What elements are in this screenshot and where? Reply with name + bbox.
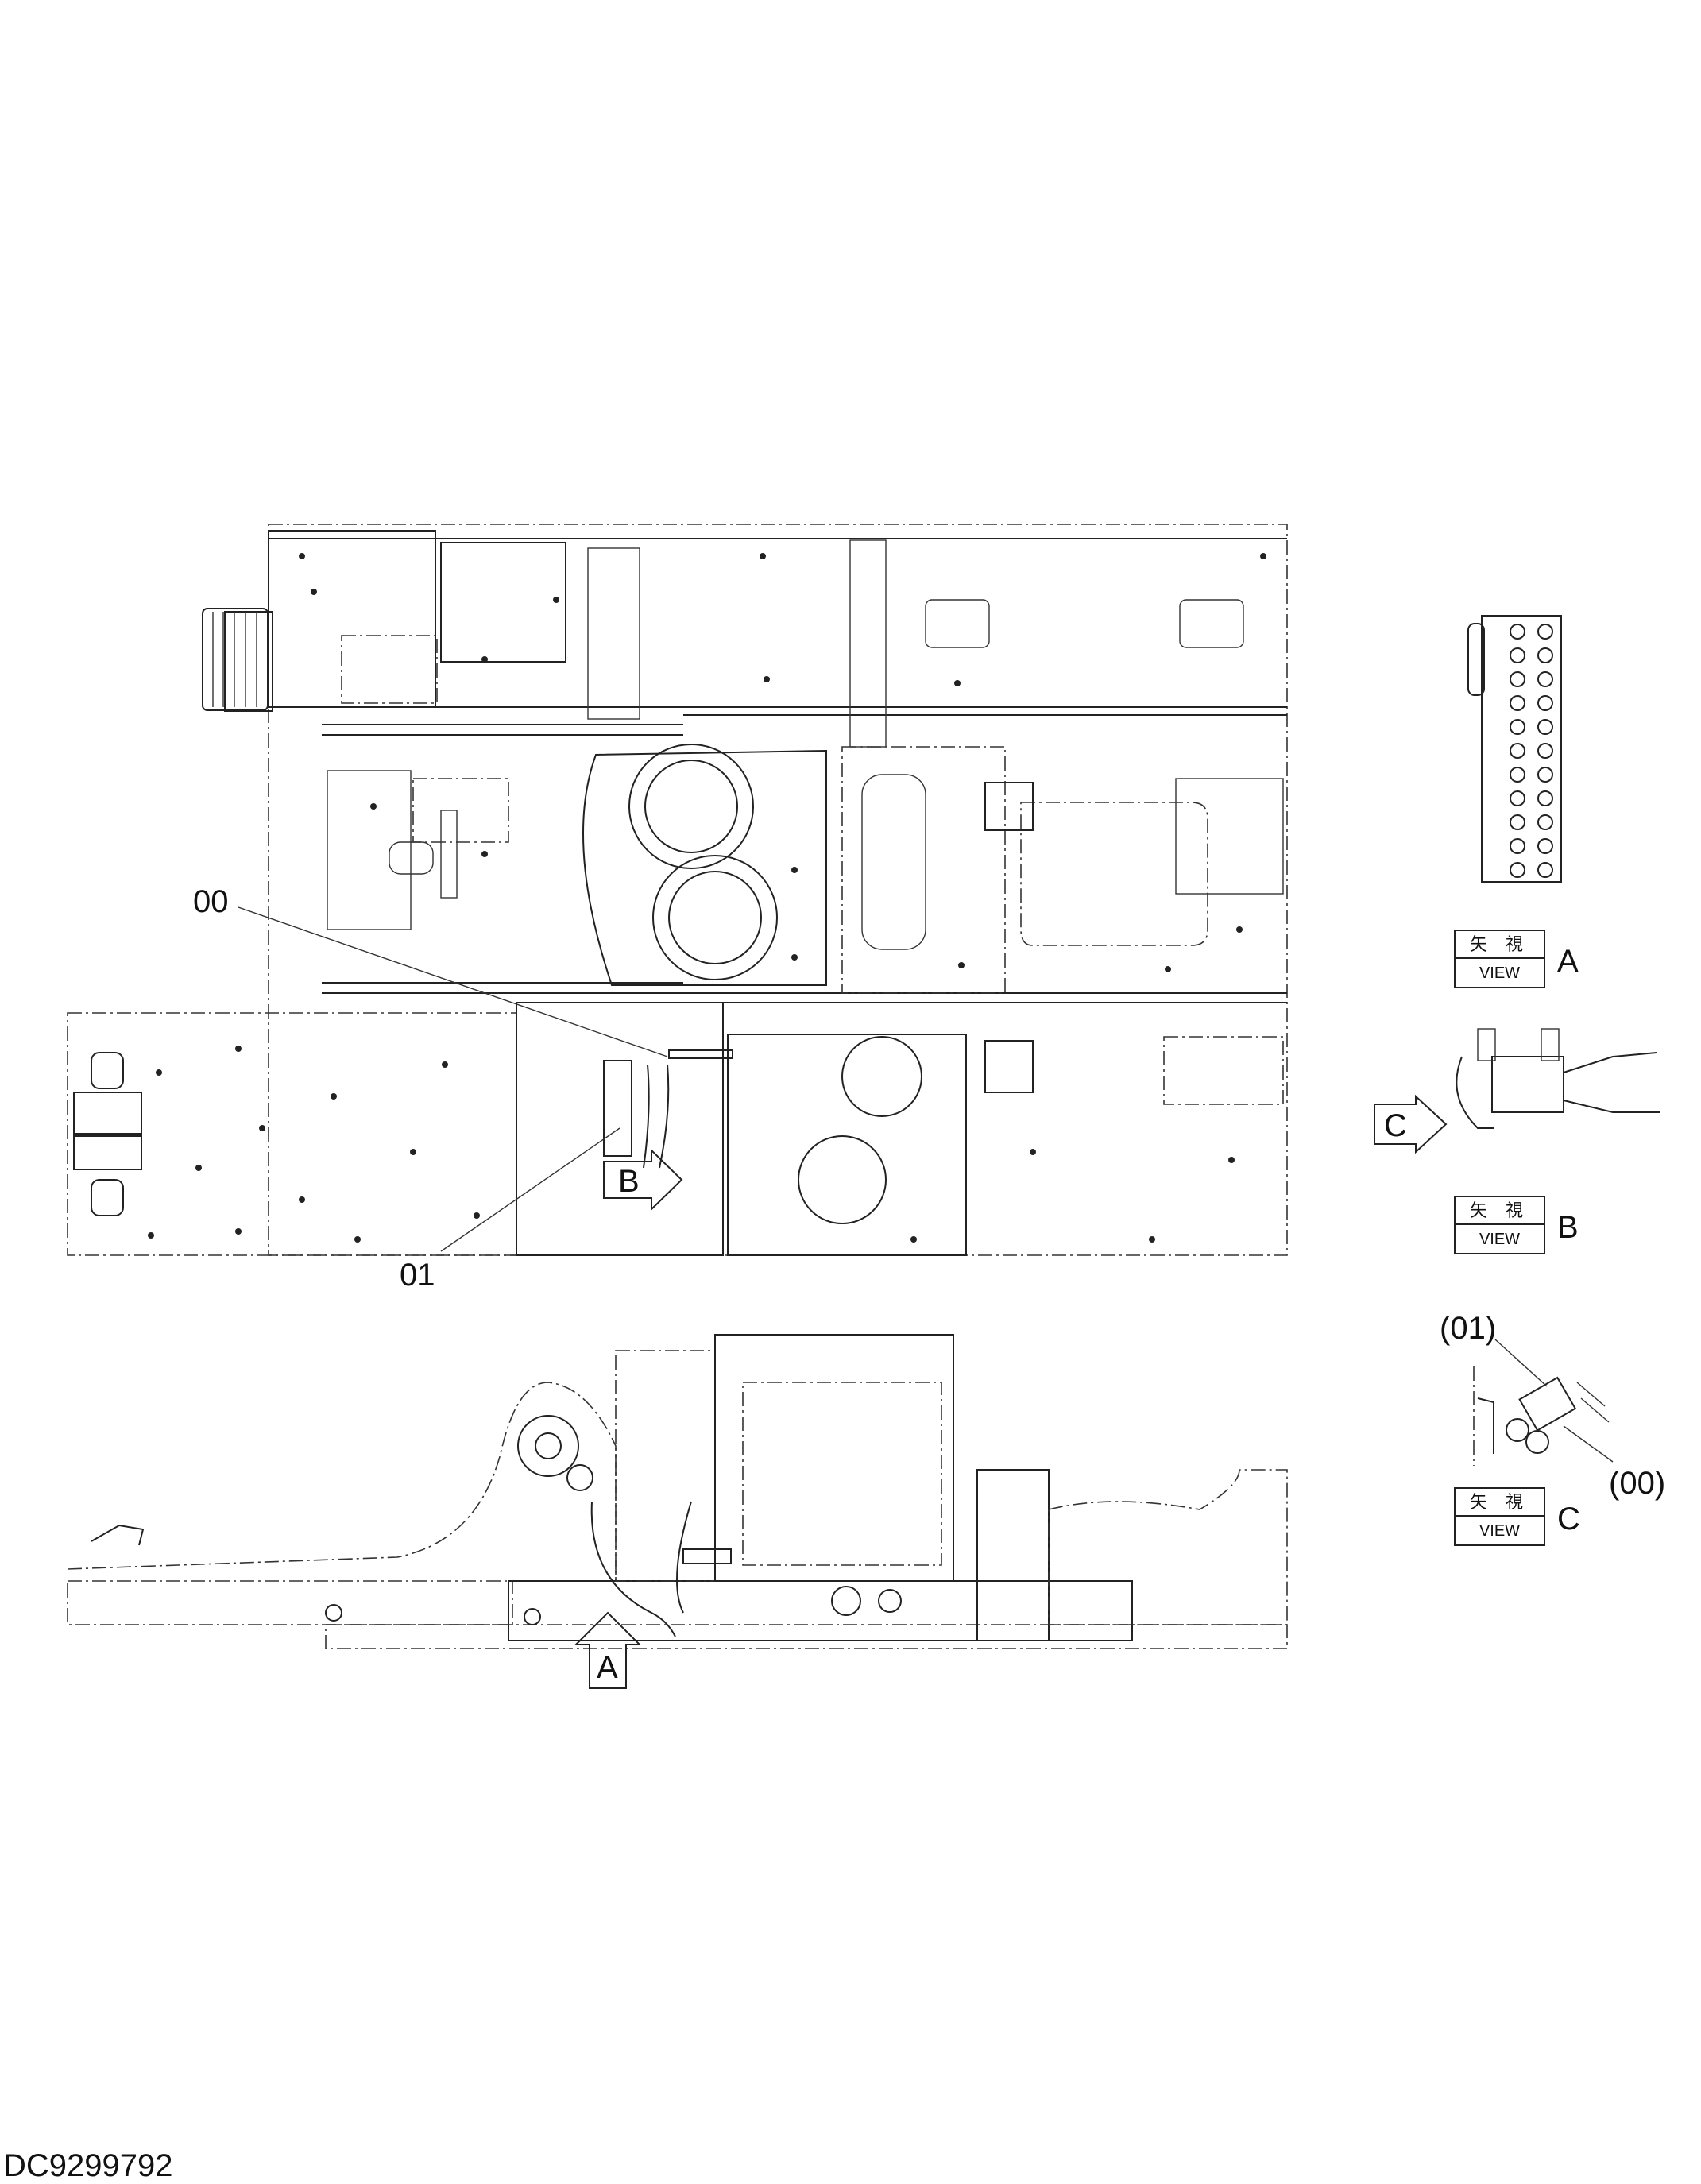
callout-00: 00: [193, 884, 229, 919]
view-a-detail: [1467, 615, 1562, 883]
view-label-a-en: VIEW: [1479, 964, 1521, 982]
view-c-detail: [1473, 1366, 1610, 1466]
document-id: DC9299792: [3, 2148, 173, 2183]
view-label-b-jp: 矢 視: [1456, 1197, 1544, 1225]
view-b-detail: [1456, 1028, 1660, 1129]
callout-detail-01: (01): [1440, 1311, 1496, 1346]
callout-detail-00: (00): [1609, 1466, 1665, 1501]
view-label-a-letter: A: [1557, 944, 1579, 979]
frame-holes: [148, 553, 1266, 1243]
view-arrow-b-letter: B: [618, 1164, 640, 1199]
view-label-c-letter: C: [1557, 1502, 1580, 1537]
view-arrow-c-shape: [1374, 1094, 1448, 1154]
side-view: [67, 1334, 1288, 1649]
view-arrow-a-shape: [574, 1611, 642, 1689]
view-label-a-jp: 矢 視: [1456, 931, 1544, 959]
view-label-b-box: 矢 視 VIEW: [1454, 1196, 1545, 1254]
view-label-a-box: 矢 視 VIEW: [1454, 930, 1545, 988]
callout-01: 01: [400, 1258, 435, 1293]
track-pads: [202, 608, 269, 711]
view-label-c-en: VIEW: [1479, 1522, 1521, 1540]
leader-lines: [238, 906, 1614, 1463]
view-label-b-letter: B: [1557, 1210, 1579, 1245]
view-arrow-a-letter: A: [597, 1650, 618, 1685]
top-view-frame: [67, 524, 1288, 1256]
view-label-c-jp: 矢 視: [1456, 1489, 1544, 1517]
view-label-b-en: VIEW: [1479, 1231, 1521, 1248]
view-arrow-b-shape: [603, 1148, 683, 1212]
view-arrow-c-letter: C: [1384, 1108, 1407, 1143]
view-label-c-box: 矢 視 VIEW: [1454, 1487, 1545, 1546]
